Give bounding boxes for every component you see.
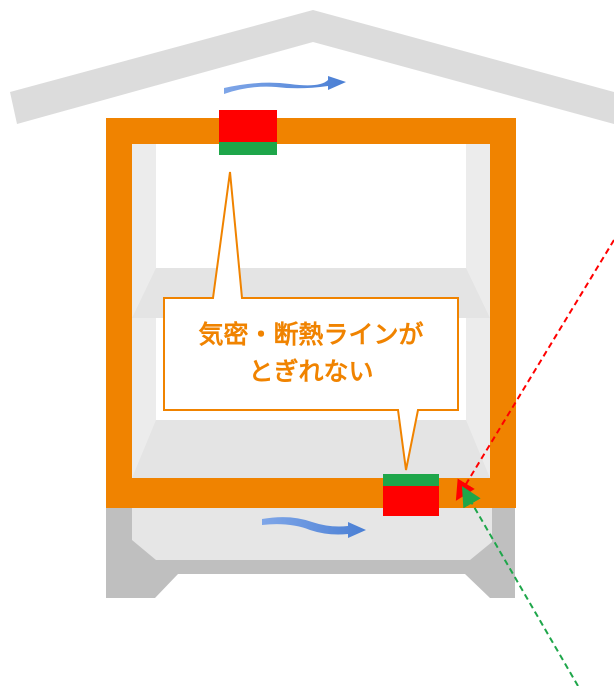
airflow-arrow-icon bbox=[224, 76, 346, 94]
callout-line-1: 気密・断熱ラインが bbox=[198, 320, 423, 349]
roof bbox=[10, 10, 614, 124]
floor-insulation-strip bbox=[383, 474, 439, 486]
attic-insulation-strip bbox=[219, 142, 277, 155]
insulation-pointer-arrow bbox=[461, 486, 579, 686]
callout-line-1-main: 気密・断熱ライン bbox=[198, 320, 398, 349]
floor-airtight-seal bbox=[383, 486, 439, 516]
callout-line-1-tail: が bbox=[399, 320, 424, 349]
attic-airtight-seal bbox=[219, 110, 277, 142]
lower-floor-plane bbox=[132, 420, 490, 478]
crawl-space bbox=[132, 508, 492, 560]
callout-bubble bbox=[163, 171, 459, 471]
callout-line-2: とぎれない bbox=[248, 357, 373, 386]
airflow-arrow-icon bbox=[262, 517, 366, 538]
